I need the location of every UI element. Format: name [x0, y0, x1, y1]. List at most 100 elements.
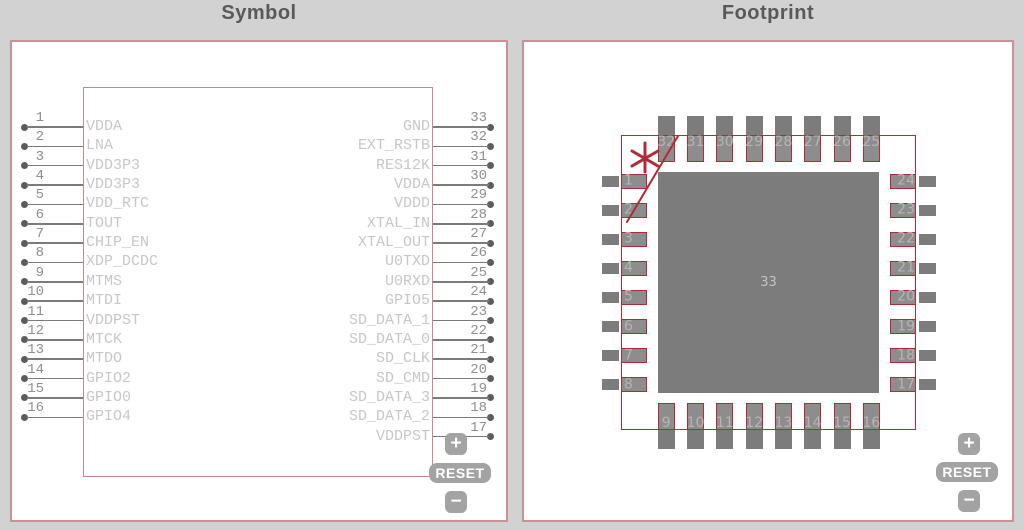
pin-dot	[486, 336, 494, 344]
pin-number: 18	[470, 400, 487, 417]
pin-line	[433, 358, 489, 360]
pin-name: U0RXD	[384, 272, 430, 290]
pad-copper	[657, 116, 675, 135]
pin-number: 31	[470, 148, 487, 165]
pad-outline: 19	[890, 319, 916, 334]
pin-dot	[486, 433, 494, 441]
reset-view-button[interactable]: RESET	[429, 463, 491, 483]
pin-line	[27, 300, 83, 302]
pad-outline: 13	[774, 403, 793, 431]
pin-dot	[486, 142, 494, 150]
pad-outline: 2	[621, 202, 647, 218]
pad-copper	[601, 321, 619, 332]
pin-name: LNA	[86, 137, 114, 155]
symbol-title: Symbol	[221, 2, 297, 24]
pad-copper	[716, 430, 734, 449]
reset-view-button[interactable]: RESET	[936, 462, 998, 482]
pad-number: 4	[624, 259, 633, 276]
pad-copper	[601, 175, 619, 187]
pin-dot	[20, 375, 28, 383]
pad-copper	[918, 204, 936, 216]
pin-name: MTDI	[86, 292, 123, 310]
pad-number: 28	[774, 134, 793, 150]
pin-name: VDDA	[393, 176, 430, 194]
pin-dot	[20, 181, 28, 189]
pin-dot	[486, 162, 494, 170]
pad-copper	[833, 430, 851, 449]
zoom-out-button[interactable]: −	[445, 491, 467, 513]
pin-name: SD_CLK	[375, 350, 430, 368]
pad-outline: 3	[621, 230, 647, 247]
pad-number: 26	[833, 134, 851, 150]
pad-copper	[601, 379, 619, 391]
pad-number: 5	[624, 288, 633, 305]
zoom-in-button[interactable]: +	[445, 433, 467, 455]
pin-dot	[486, 375, 494, 383]
pin-name: VDDA	[86, 118, 123, 135]
pin-line	[433, 281, 489, 283]
zoom-out-button[interactable]: −	[958, 490, 980, 512]
pad-outline: 1	[621, 172, 647, 189]
pin-line	[27, 319, 83, 322]
pin-name: SD_CMD	[375, 369, 430, 387]
pin-dot	[486, 123, 494, 131]
pad-number: 20	[897, 288, 915, 305]
symbol-body-outline	[83, 87, 433, 477]
pad-number: 12	[745, 415, 763, 431]
pin-line	[433, 377, 489, 380]
pad-number: 22	[897, 230, 915, 247]
pin-name: VDDPST	[86, 311, 141, 329]
pad-copper	[862, 116, 880, 135]
pin-number: 4	[35, 168, 44, 185]
pad-outline: 8	[621, 377, 647, 393]
pad-copper	[774, 430, 792, 449]
pin-number: 3	[35, 148, 44, 165]
pad-copper	[804, 116, 822, 135]
pad-outline: 7	[621, 348, 647, 364]
pad-number: 27	[803, 134, 822, 150]
pad-copper	[657, 430, 675, 449]
pin-name: GPIO2	[86, 369, 132, 387]
pin-dot	[486, 239, 494, 247]
pin-line	[27, 126, 83, 128]
pin-dot	[486, 317, 494, 324]
pin-dot	[20, 413, 28, 421]
pad-outline: 28	[774, 134, 793, 162]
pin-line	[27, 184, 83, 186]
pad-number: 14	[803, 415, 822, 431]
pin-line	[27, 242, 83, 244]
pin-number: 16	[27, 400, 44, 417]
pin-name: XDP_DCDC	[86, 253, 159, 271]
pad-number: 1	[624, 172, 633, 189]
pad-number: 3	[624, 230, 633, 247]
pin-line	[27, 281, 83, 283]
pad-outline: 6	[621, 319, 647, 334]
pin-dot	[486, 258, 494, 266]
pin-dot	[486, 278, 494, 286]
pad-number: 23	[897, 201, 915, 218]
pad-copper	[745, 116, 763, 135]
pin-number: 12	[27, 322, 44, 339]
pad-copper	[918, 233, 936, 245]
pin-name: VDD_RTC	[86, 195, 150, 213]
pin-number: 14	[27, 361, 44, 378]
pad-number: 13	[774, 415, 793, 431]
pad-copper	[687, 430, 704, 449]
pad-number: 15	[833, 415, 851, 431]
pad-copper	[918, 321, 936, 332]
pin-line	[433, 203, 489, 206]
pin-name: MTCK	[86, 330, 123, 348]
zoom-in-button[interactable]: +	[958, 433, 980, 455]
pin-number: 10	[27, 284, 44, 301]
pad-number: 25	[862, 134, 881, 150]
pin-dot	[486, 355, 494, 363]
pin-number: 19	[470, 380, 487, 397]
pin-line	[27, 261, 83, 264]
pin-number: 28	[470, 206, 487, 223]
pad-outline: 23	[890, 201, 916, 218]
pin-line	[27, 339, 83, 341]
pad-copper	[804, 430, 822, 449]
pad-number: 9	[661, 415, 671, 431]
pad-number: 24	[897, 172, 915, 189]
